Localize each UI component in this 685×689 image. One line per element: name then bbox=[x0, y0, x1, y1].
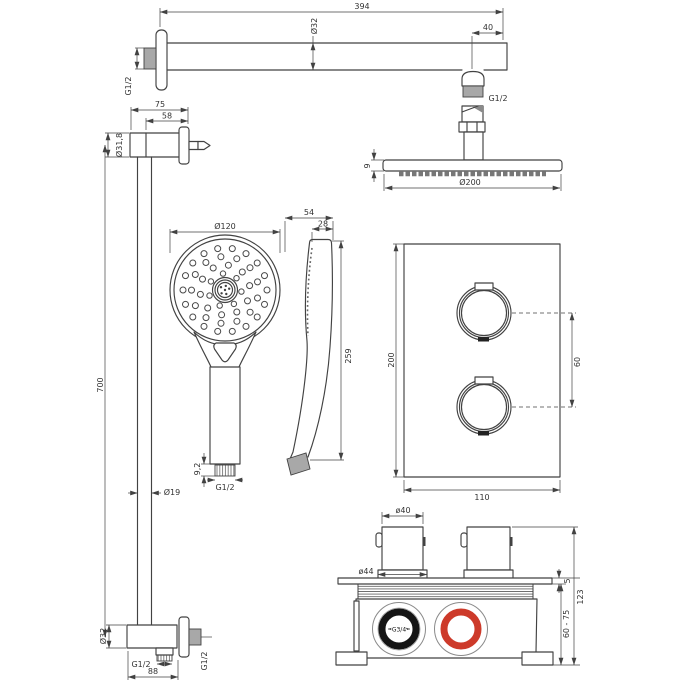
dim-side-length: 259 bbox=[344, 348, 353, 363]
arm-wall-thread-nipple bbox=[143, 47, 157, 70]
body-knob-left-clip bbox=[375, 532, 383, 548]
dim-body-plate-thickness: 5 bbox=[563, 578, 572, 583]
head-disc bbox=[382, 159, 563, 172]
hand-shower-thread bbox=[214, 464, 236, 477]
hand-side-nozzle-face bbox=[306, 247, 313, 337]
rail-bracket bbox=[129, 132, 181, 158]
trim-handle-top-tab bbox=[474, 282, 494, 291]
dim-side-depth: 54 bbox=[304, 208, 314, 217]
elbow-wall-thread bbox=[188, 628, 202, 646]
body-foot-right bbox=[521, 651, 554, 666]
arm-wall-flange bbox=[155, 29, 168, 91]
dim-rail-bracket-diameter: Ø31,8 bbox=[114, 133, 124, 157]
body-mounting-plate bbox=[337, 577, 553, 585]
hand-shower-mode-button bbox=[213, 342, 237, 363]
dim-elbow-width: 88 bbox=[148, 667, 158, 676]
trim-plate bbox=[403, 243, 561, 478]
body-knob-left bbox=[381, 526, 424, 571]
hand-shower-side-figure: 54 28 259 bbox=[284, 208, 353, 476]
dim-head-thickness: 9 bbox=[363, 163, 372, 168]
rail-wall-plate bbox=[178, 126, 190, 165]
rail-screw bbox=[188, 140, 199, 151]
elbow-wall-plate bbox=[178, 616, 190, 658]
label-arm-outlet-thread: G1/2 bbox=[488, 94, 507, 103]
arm-drop-cap bbox=[461, 70, 485, 87]
trim-handle-bottom-marker bbox=[478, 431, 489, 436]
trim-handle-bottom bbox=[456, 376, 512, 436]
label-elbow-outlet-thread: G1/2 bbox=[131, 660, 150, 669]
body-knob-right bbox=[466, 526, 511, 571]
overhead-shower-figure: 9 Ø200 bbox=[363, 105, 563, 191]
dim-hand-diameter: Ø120 bbox=[214, 221, 236, 231]
body-adjustment-section bbox=[357, 583, 534, 600]
dim-arm-end: 40 bbox=[483, 23, 493, 32]
hand-shower-center-button bbox=[211, 276, 239, 304]
dim-rail-length: 700 bbox=[96, 377, 105, 392]
dim-elbow-diameter: Ø32 bbox=[98, 628, 108, 644]
body-port-cold: G3/4 bbox=[372, 602, 426, 656]
label-arm-wall-thread: G1/2 bbox=[124, 76, 133, 95]
dim-trim-height: 200 bbox=[387, 352, 396, 367]
dim-rail-tube-diameter: Ø19 bbox=[164, 487, 180, 497]
trim-handle-top bbox=[456, 282, 512, 342]
valve-body-figure: G3/4 ø40 ø44 5 60 - 75 123 bbox=[335, 506, 585, 666]
body-knob-right-clip bbox=[460, 532, 468, 548]
dim-body-base-diameter: ø44 bbox=[358, 567, 373, 576]
rail-screw-tip bbox=[197, 140, 211, 151]
hand-side-thread bbox=[286, 452, 311, 476]
body-foot-left bbox=[335, 651, 368, 666]
body-port-hot bbox=[434, 602, 488, 656]
arm-outlet-thread bbox=[462, 85, 484, 98]
dim-rail-body: 58 bbox=[162, 112, 172, 121]
dim-side-head-thickness: 28 bbox=[318, 220, 328, 229]
dim-rail-reach: 75 bbox=[155, 100, 165, 109]
body-side-tab bbox=[353, 600, 360, 652]
dim-arm-diameter: Ø32 bbox=[309, 18, 319, 34]
dim-head-diameter: Ø200 bbox=[459, 177, 481, 187]
label-port-thread: G3/4 bbox=[392, 627, 406, 634]
label-hand-thread: G1/2 bbox=[215, 483, 234, 492]
valve-trim-figure: 60 200 110 bbox=[387, 243, 582, 502]
elbow-outlet-neck bbox=[155, 647, 174, 656]
elbow-body bbox=[126, 624, 178, 649]
dim-hand-thread-length: 9,2 bbox=[193, 463, 202, 476]
slide-rail-figure: 75 58 Ø31,8 700 Ø19 Ø32 G1/2 G1/2 88 bbox=[96, 100, 212, 680]
dim-body-knob-diameter: ø40 bbox=[395, 506, 410, 515]
hand-shower-front-figure: Ø120 9,2 G1/2 bbox=[169, 221, 281, 492]
hand-side-back-edge bbox=[307, 242, 334, 458]
dim-body-install-depth: 60 - 75 bbox=[562, 610, 571, 638]
elbow-outlet-thread bbox=[156, 654, 173, 662]
dim-trim-width: 110 bbox=[474, 493, 489, 502]
shower-arm-figure: 394 40 Ø32 G1/2 G1/2 bbox=[124, 2, 508, 103]
dim-body-total-depth: 123 bbox=[576, 589, 585, 604]
trim-handle-top-marker bbox=[478, 337, 489, 342]
dim-arm-length: 394 bbox=[354, 2, 369, 11]
head-nut bbox=[458, 121, 486, 133]
hand-shower-nozzles bbox=[179, 245, 271, 335]
label-elbow-wall-thread: G1/2 bbox=[200, 651, 209, 670]
hand-side-front-edge bbox=[289, 242, 311, 460]
head-stem bbox=[463, 131, 484, 161]
trim-handle-bottom-tab bbox=[474, 376, 494, 385]
dim-trim-spacing: 60 bbox=[573, 357, 582, 367]
